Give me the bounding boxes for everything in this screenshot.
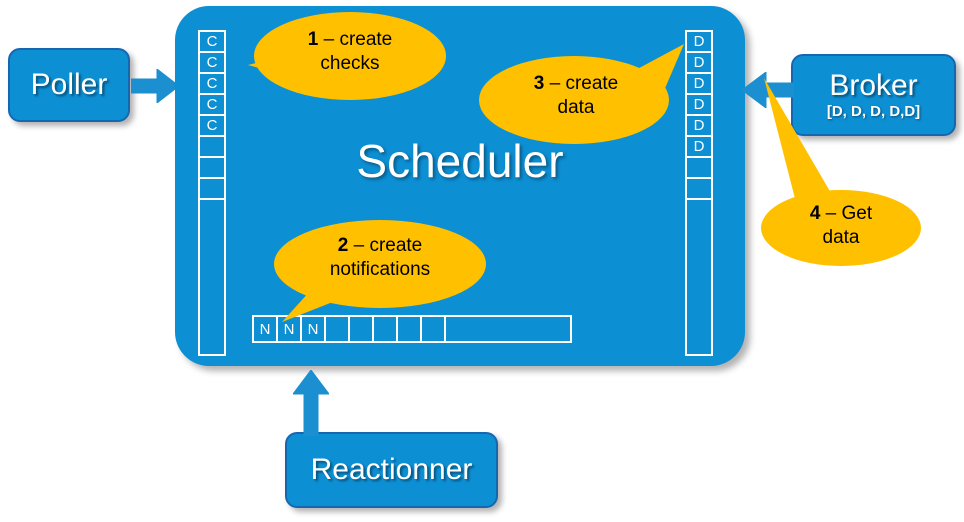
queue-cell[interactable] <box>685 177 713 200</box>
queue-cell[interactable]: D <box>685 114 713 137</box>
queue-cell[interactable]: D <box>685 135 713 158</box>
queue-cell[interactable] <box>198 177 226 200</box>
queue-cell[interactable]: C <box>198 30 226 53</box>
callout-create-checks[interactable]: 1 – create checks <box>248 8 448 104</box>
node-broker-title: Broker <box>829 69 918 103</box>
queue-cell[interactable] <box>685 156 713 179</box>
node-poller[interactable]: Poller <box>8 48 130 122</box>
queue-cell[interactable]: D <box>685 72 713 95</box>
queue-cell[interactable]: D <box>685 93 713 116</box>
reactionner-arrow <box>292 369 330 437</box>
queue-cell[interactable]: C <box>198 72 226 95</box>
node-broker[interactable]: Broker [D, D, D, D,D] <box>791 54 956 136</box>
node-reactionner[interactable]: Reactionner <box>285 432 498 508</box>
queue-cell[interactable] <box>198 198 226 356</box>
checks-queue[interactable]: C C C C C <box>198 30 226 356</box>
node-broker-subtitle: [D, D, D, D,D] <box>826 102 921 120</box>
callout-create-notifications[interactable]: 2 – create notifications <box>272 216 488 324</box>
queue-cell[interactable]: D <box>685 51 713 74</box>
queue-cell[interactable]: C <box>198 51 226 74</box>
scheduler-title: Scheduler <box>356 135 564 187</box>
queue-cell[interactable] <box>685 198 713 356</box>
node-poller-title: Poller <box>30 68 108 102</box>
notifications-queue[interactable]: N N N <box>252 315 572 343</box>
data-queue[interactable]: D D D D D D <box>685 30 713 356</box>
queue-cell[interactable]: D <box>685 30 713 53</box>
queue-cell[interactable] <box>198 156 226 179</box>
node-reactionner-title: Reactionner <box>310 453 473 487</box>
queue-cell[interactable] <box>198 135 226 158</box>
queue-cell[interactable]: C <box>198 93 226 116</box>
queue-cell[interactable] <box>444 315 572 343</box>
callout-get-data[interactable]: 4 – Get data <box>756 78 926 266</box>
queue-cell[interactable]: C <box>198 114 226 137</box>
callout-create-data[interactable]: 3 – create data <box>478 44 684 148</box>
poller-arrow <box>130 67 180 105</box>
